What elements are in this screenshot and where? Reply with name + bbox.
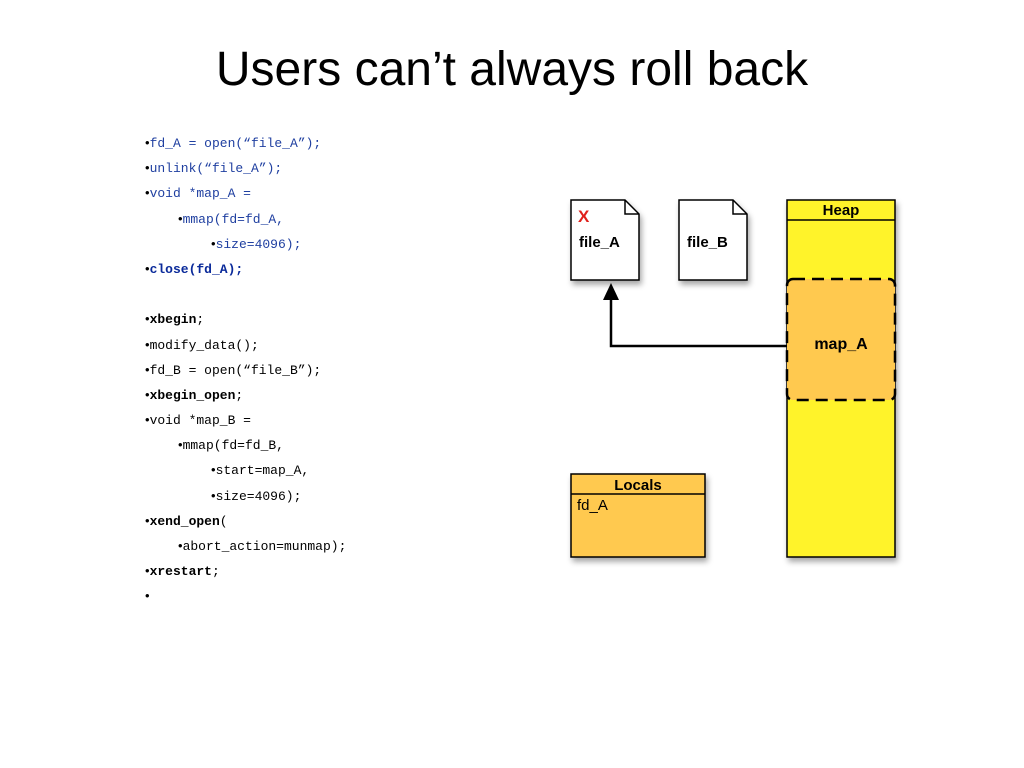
code-line: •fd_A = open(“file_A”);	[145, 134, 346, 159]
code-line: •mmap(fd=fd_B,	[145, 436, 346, 461]
code-line: •size=4096);	[145, 235, 346, 260]
code-line: •unlink(“file_A”);	[145, 159, 346, 184]
bullet: •	[211, 235, 216, 251]
code-punct: (	[219, 513, 228, 529]
code-text: xend_open(	[150, 514, 228, 529]
code-text: xrestart;	[150, 564, 220, 579]
code-keyword: xend_open	[149, 513, 220, 529]
map-to-file-arrow	[603, 283, 787, 348]
code-line: •close(fd_A);	[145, 260, 346, 285]
file-a-x-mark: X	[578, 207, 590, 226]
map-a-label: map_A	[814, 336, 868, 353]
map-a-region: map_A	[785, 277, 897, 402]
bullet: •	[178, 538, 183, 553]
code-punct: ;	[211, 564, 220, 580]
code-text: mmap(fd=fd_B,	[182, 438, 284, 454]
code-text: xbegin;	[150, 312, 205, 327]
code-text: size=4096);	[215, 236, 302, 252]
code-line: •modify_data();	[145, 336, 346, 361]
code-text: mmap(fd=fd_A,	[182, 211, 284, 227]
code-line: •xbegin;	[145, 310, 346, 335]
code-line: •abort_action=munmap);	[145, 537, 346, 562]
code-punct: ;	[196, 312, 205, 328]
bullet: •	[145, 386, 150, 402]
locals-entry-fd-a: fd_A	[577, 497, 608, 514]
bullet: •	[145, 588, 150, 604]
code-keyword: xbegin	[149, 312, 197, 328]
code-line: •	[145, 587, 346, 612]
code-line: •void *map_B =	[145, 411, 346, 436]
file-b-label: file_B	[687, 234, 728, 251]
bullet: •	[145, 185, 150, 201]
bullet: •	[145, 260, 150, 276]
slide-title: Users can’t always roll back	[215, 43, 809, 96]
bullet: •	[145, 135, 150, 150]
code-list: •fd_A = open(“file_A”);•unlink(“file_A”)…	[145, 134, 346, 613]
bullet: •	[145, 512, 150, 528]
code-line: •void *map_A =	[145, 184, 346, 209]
bullet: •	[211, 487, 216, 503]
code-text: fd_B = open(“file_B”);	[149, 362, 322, 378]
code-keyword: xrestart	[149, 564, 212, 580]
file-a-document: X file_A	[570, 199, 640, 281]
code-punct: ;	[235, 387, 244, 403]
code-text: modify_data();	[149, 337, 259, 353]
locals-title: Locals	[614, 477, 662, 494]
code-text: close(fd_A);	[149, 261, 244, 277]
code-text: fd_A = open(“file_A”);	[149, 136, 322, 151]
bullet: •	[145, 361, 150, 377]
bullet: •	[145, 336, 150, 352]
locals-box: Locals fd_A	[570, 473, 706, 558]
code-text: size=4096);	[215, 488, 302, 504]
code-text: void *map_B =	[149, 413, 251, 429]
code-text: xbegin_open;	[150, 388, 244, 403]
bullet: •	[145, 563, 150, 579]
code-text: unlink(“file_A”);	[149, 161, 283, 177]
code-keyword: xbegin_open	[149, 387, 236, 403]
file-a-label: file_A	[579, 234, 620, 251]
bullet: •	[211, 462, 216, 478]
heap-title: Heap	[823, 202, 860, 219]
code-line: •xrestart;	[145, 562, 346, 587]
code-line: •mmap(fd=fd_A,	[145, 210, 346, 235]
code-line: •xend_open(	[145, 512, 346, 537]
bullet: •	[145, 412, 150, 428]
code-line: •xbegin_open;	[145, 386, 346, 411]
code-line: •fd_B = open(“file_B”);	[145, 361, 346, 386]
bullet: •	[178, 437, 183, 453]
code-line: •start=map_A,	[145, 461, 346, 486]
code-line: •size=4096);	[145, 487, 346, 512]
bullet: •	[145, 160, 150, 176]
file-b-document: file_B	[678, 199, 748, 281]
code-text: abort_action=munmap);	[182, 539, 347, 554]
bullet: •	[145, 311, 150, 327]
code-text: start=map_A,	[215, 463, 310, 479]
code-text: void *map_A =	[149, 186, 251, 202]
bullet: •	[178, 210, 183, 226]
